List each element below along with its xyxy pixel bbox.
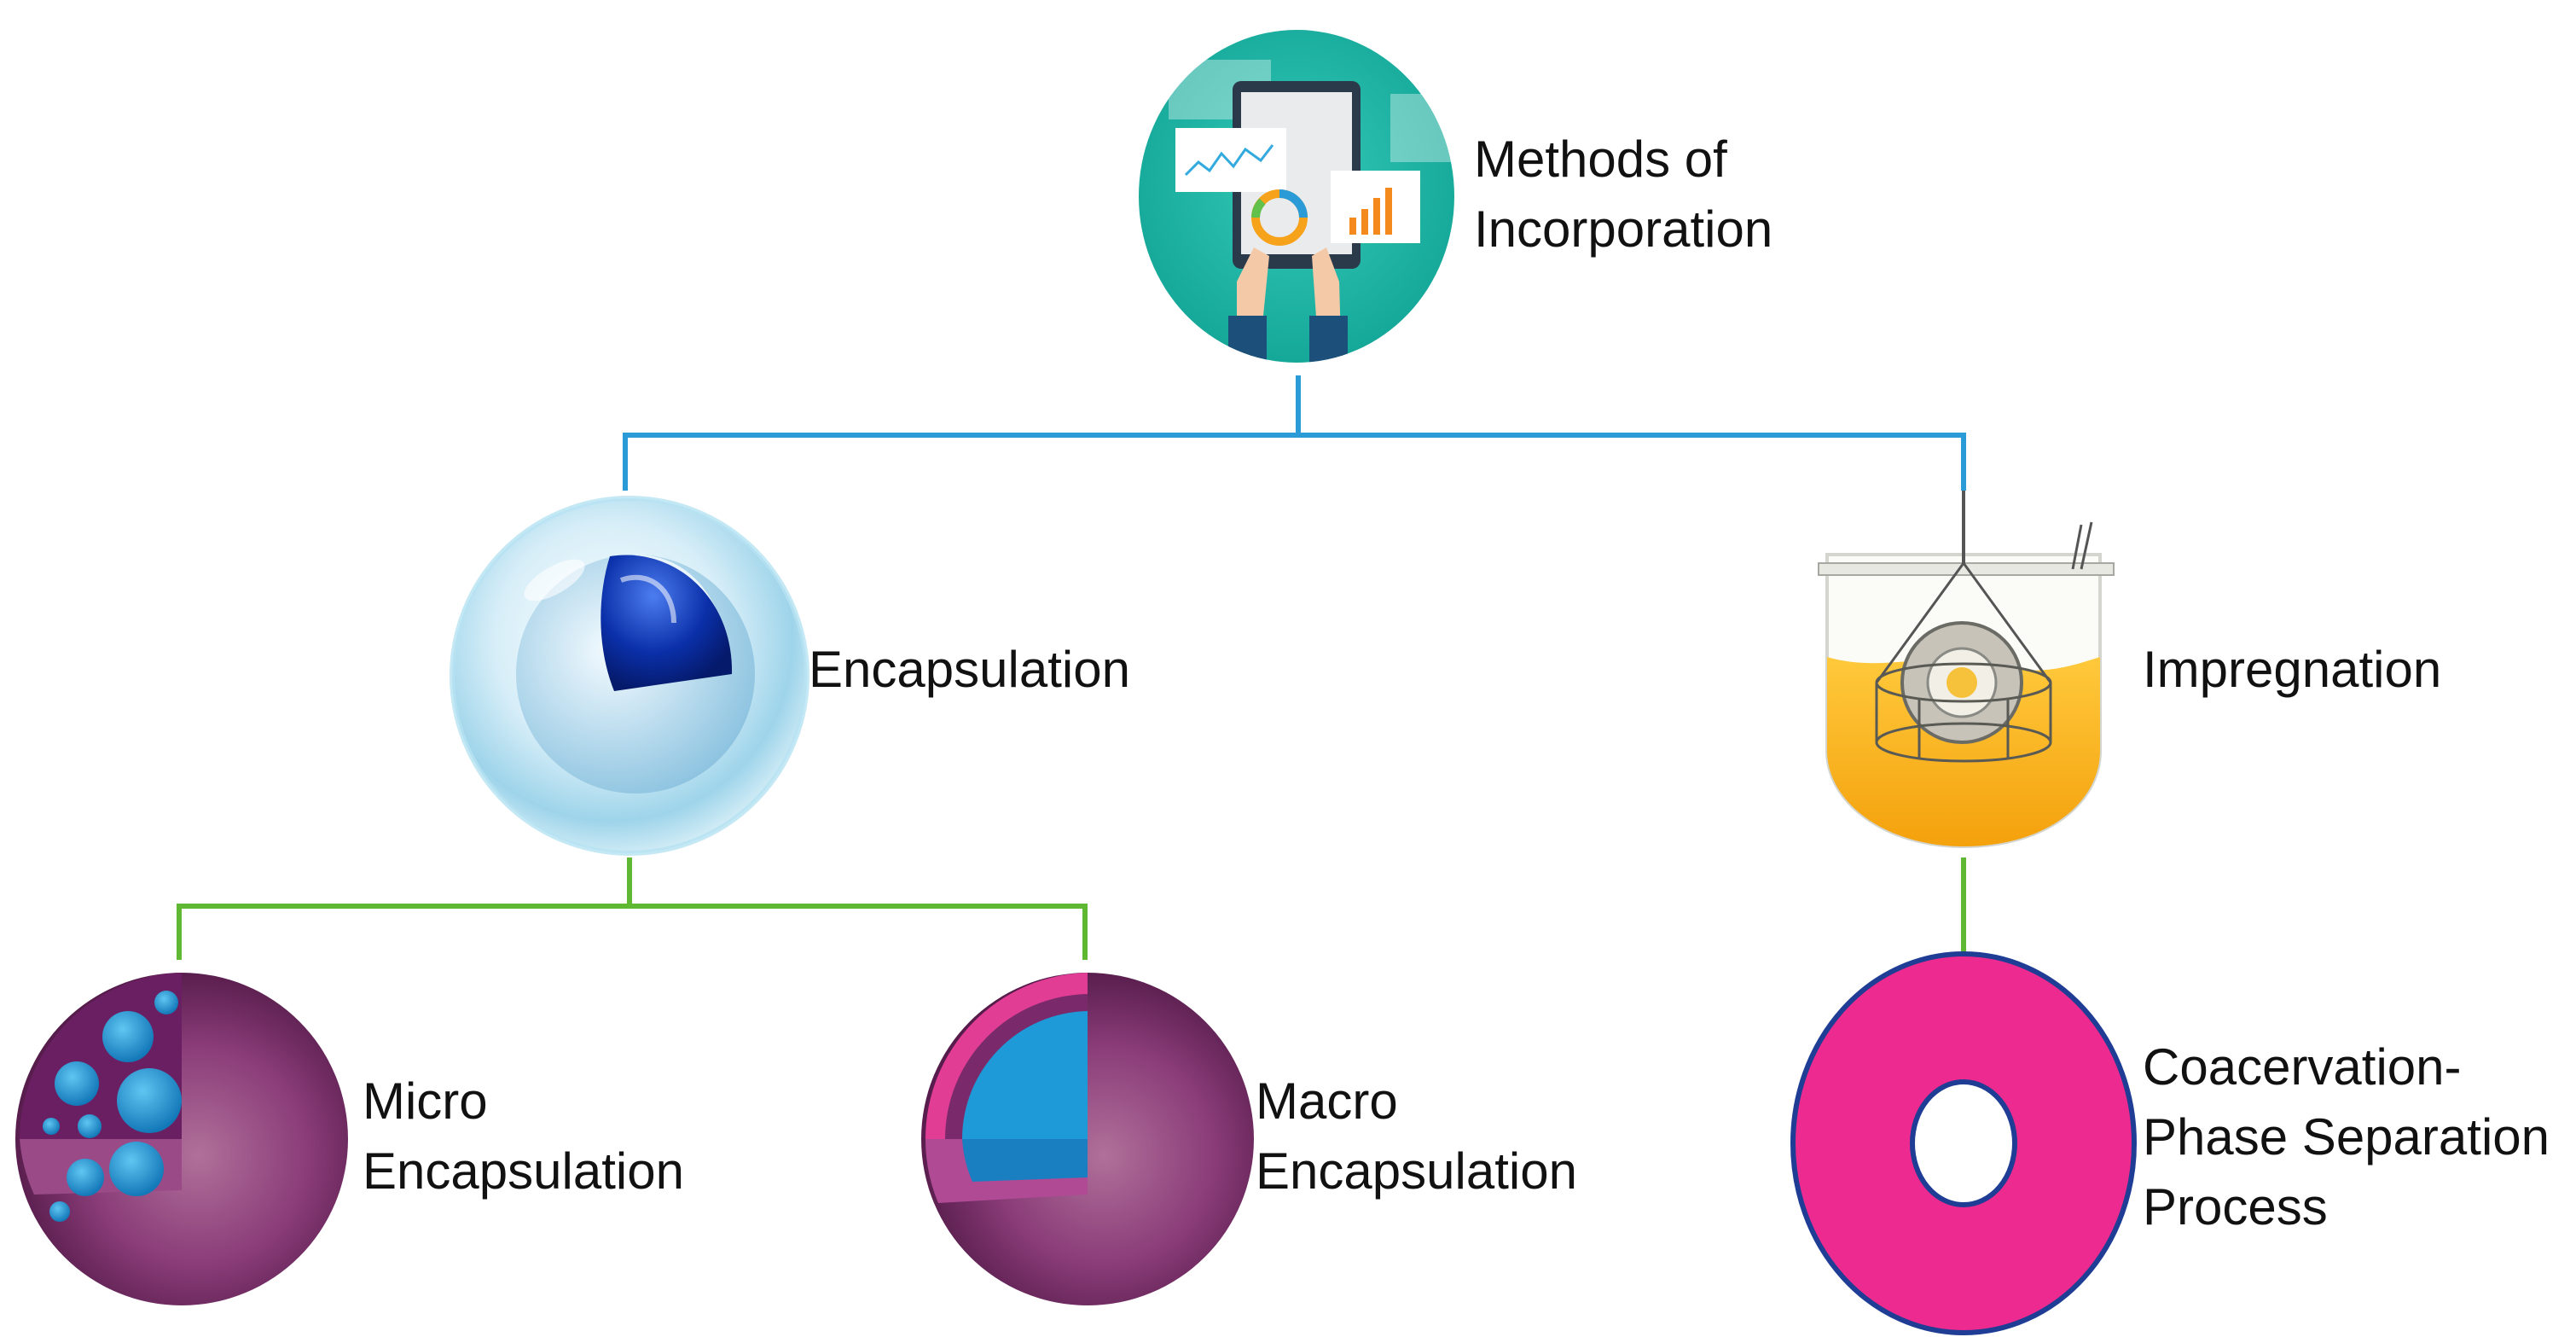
analytics-dashboard-icon bbox=[1139, 30, 1454, 363]
encapsulation-node-label: Encapsulation bbox=[809, 641, 1130, 698]
macrocapsule-sphere-icon bbox=[921, 973, 1254, 1305]
tree-connectors-bottom bbox=[177, 857, 1966, 960]
macro-encapsulation-node-label: Macro Encapsulation bbox=[1256, 1073, 1577, 1200]
impregnation-node-label: Impregnation bbox=[2143, 641, 2442, 698]
micro-encapsulation-node-label: Micro Encapsulation bbox=[363, 1073, 684, 1200]
capsule-sphere-icon bbox=[450, 496, 809, 856]
coacervation-node-label: Coacervation- Phase Separation Process bbox=[2143, 1038, 2550, 1235]
ring-icon bbox=[1790, 951, 2137, 1335]
root-node-label: Methods of Incorporation bbox=[1474, 131, 1773, 258]
microcapsule-sphere-icon bbox=[15, 973, 348, 1305]
impregnation-tank-icon bbox=[1818, 491, 2115, 849]
tree-connectors-top bbox=[623, 375, 1966, 491]
